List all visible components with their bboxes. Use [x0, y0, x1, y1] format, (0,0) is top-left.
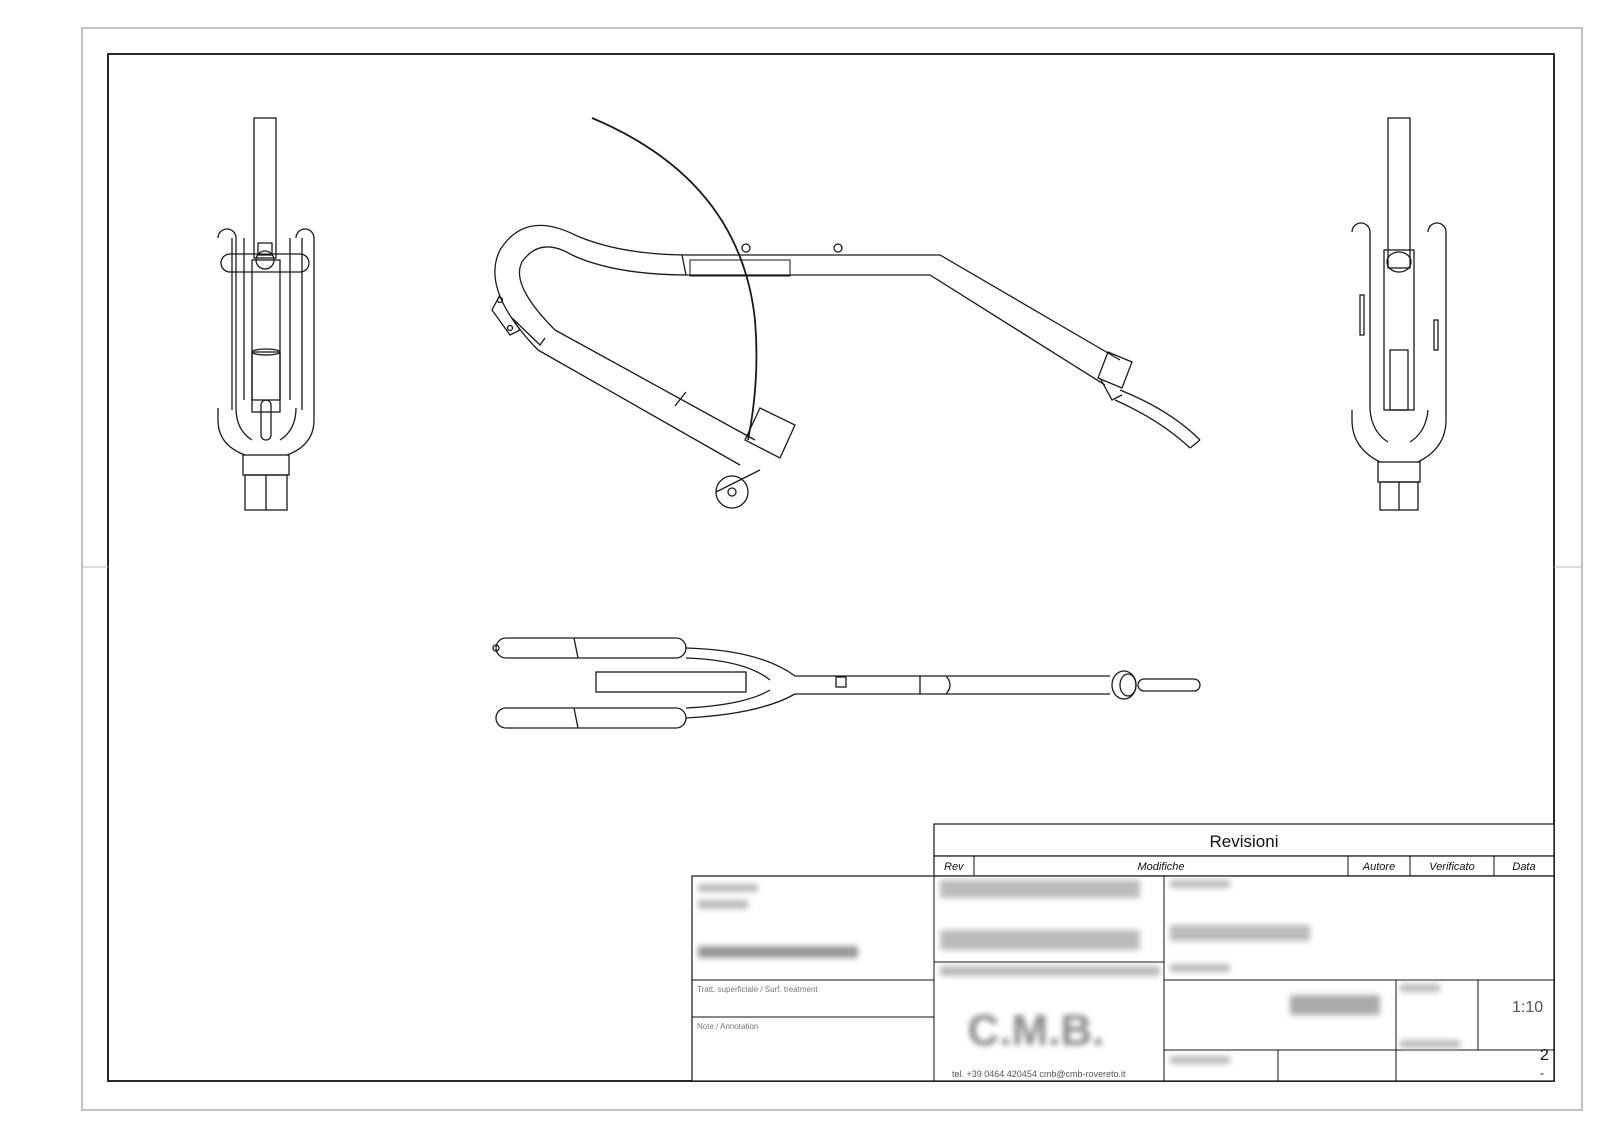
scale-value: 1:10 [1512, 999, 1543, 1016]
redacted-fields [698, 880, 1460, 1064]
rev-col-autore: Autore [1362, 861, 1395, 873]
rev-col-modifiche: Modifiche [1137, 861, 1184, 873]
rear-view [1351, 117, 1447, 511]
front-view [217, 117, 315, 511]
sheet-dash: - [1540, 1066, 1544, 1080]
title-block: Tratt. superficiale / Surf. treatment No… [691, 875, 1555, 1082]
revisions-table: Revisioni Rev Modifiche Autore Verificat… [933, 823, 1555, 877]
side-view [491, 117, 1201, 509]
notes-label: Note / Annotation [697, 1022, 758, 1031]
surface-treatment-label: Tratt. superficiale / Surf. treatment [697, 985, 818, 994]
top-view [492, 637, 1201, 729]
sheet-number: 2 [1540, 1047, 1549, 1064]
revisions-title: Revisioni [1210, 832, 1279, 851]
rev-col-verificato: Verificato [1429, 861, 1474, 873]
rev-col-data: Data [1512, 861, 1535, 873]
company-contact: tel. +39 0464 420454 cmb@cmb-rovereto.it [952, 1069, 1126, 1079]
company-logo: C.M.B. [968, 1006, 1105, 1055]
outer-border [81, 27, 1583, 1111]
rev-col-rev: Rev [944, 861, 965, 873]
